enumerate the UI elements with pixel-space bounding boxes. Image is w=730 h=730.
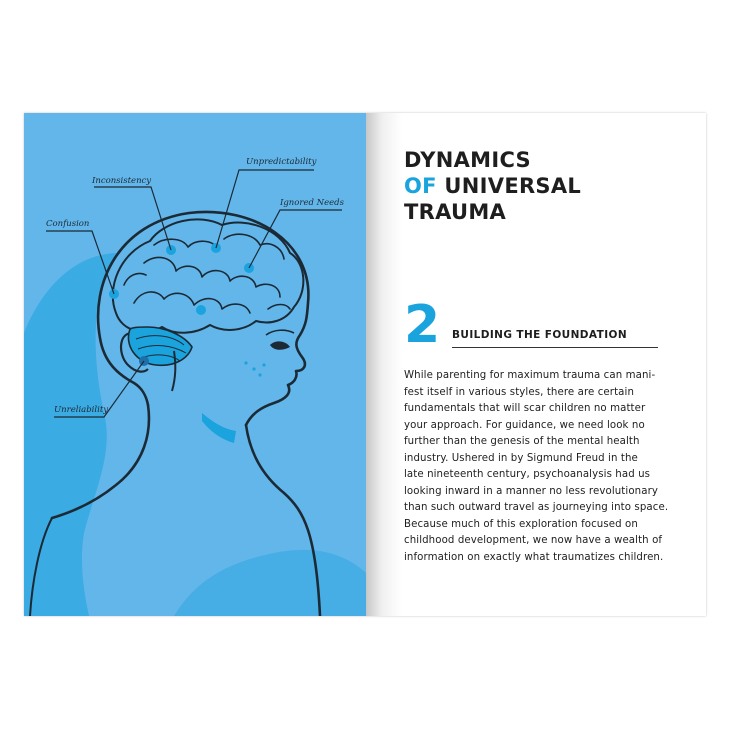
label-unreliability: Unreliability (54, 405, 108, 415)
brain-folds (123, 233, 291, 314)
body-line: further than the genesis of the mental h… (404, 436, 640, 447)
title-line-1: DYNAMICS (404, 148, 531, 172)
leader-unpredictability (215, 169, 314, 249)
body-line: your approach. For guidance, we need loo… (404, 419, 645, 431)
head-outline (96, 210, 310, 427)
body-line: fundamentals that will scar children no … (404, 403, 646, 414)
brow (265, 329, 295, 336)
text-page: DYNAMICS OF UNIVERSAL TRAUMA 2 BUILDING … (366, 113, 706, 616)
back-outline (29, 517, 53, 616)
book-spread: Inconsistency Unpredictability Ignored N… (24, 113, 706, 616)
body-line: fest itself in various styles, there are… (404, 386, 634, 398)
page-gutter-shadow (366, 113, 402, 616)
body-line: looking inward in a manner no less revol… (404, 485, 658, 497)
freckle (244, 361, 248, 365)
illustration-page: Inconsistency Unpredictability Ignored N… (24, 113, 366, 616)
ear-outline (119, 332, 149, 373)
freckle (262, 363, 266, 367)
body-line: late nineteenth century, psychoanalysis … (404, 469, 651, 480)
heading-rule (452, 347, 658, 348)
leader-confusion (46, 230, 115, 295)
body-paragraph: While parenting for maximum trauma can m… (404, 368, 669, 566)
brain-outline (111, 218, 305, 334)
brain-illustration: Inconsistency Unpredictability Ignored N… (24, 157, 366, 616)
body-line: While parenting for maximum trauma can m… (404, 370, 656, 381)
shadow-shoulder (174, 549, 366, 616)
label-ignored-needs: Ignored Needs (279, 198, 345, 208)
chapter-number: 2 (404, 295, 441, 355)
throat-outline (244, 423, 322, 616)
cerebellum-folds (135, 335, 187, 362)
neck-shadow (202, 413, 236, 443)
label-unpredictability: Unpredictability (246, 157, 317, 167)
leader-unreliability (54, 360, 145, 418)
chapter-title: DYNAMICS OF UNIVERSAL TRAUMA (404, 147, 581, 225)
leader-ignored-needs (248, 209, 342, 269)
body-line: industry. Ushered in by Sigmund Freud in… (404, 452, 638, 464)
title-line-3: TRAUMA (404, 200, 507, 224)
neck-outline (50, 403, 151, 520)
body-line: information on exactly what traumatizes … (404, 551, 664, 563)
freckle (252, 367, 256, 371)
title-accent-word: OF (404, 174, 437, 198)
chapter-heading: BUILDING THE FOUNDATION (452, 329, 628, 341)
label-inconsistency: Inconsistency (91, 176, 151, 186)
leader-inconsistency (94, 186, 172, 251)
freckle (258, 373, 262, 377)
title-line-2: UNIVERSAL (436, 174, 582, 198)
brain-stem (171, 350, 177, 392)
label-confusion: Confusion (46, 219, 89, 229)
body-line: childhood development, we now have a wea… (404, 535, 663, 546)
eye (270, 341, 290, 350)
body-line: than such outward travel as journeying i… (404, 502, 669, 513)
marker-center (196, 305, 206, 315)
body-line: Because much of this exploration focused… (404, 518, 638, 530)
